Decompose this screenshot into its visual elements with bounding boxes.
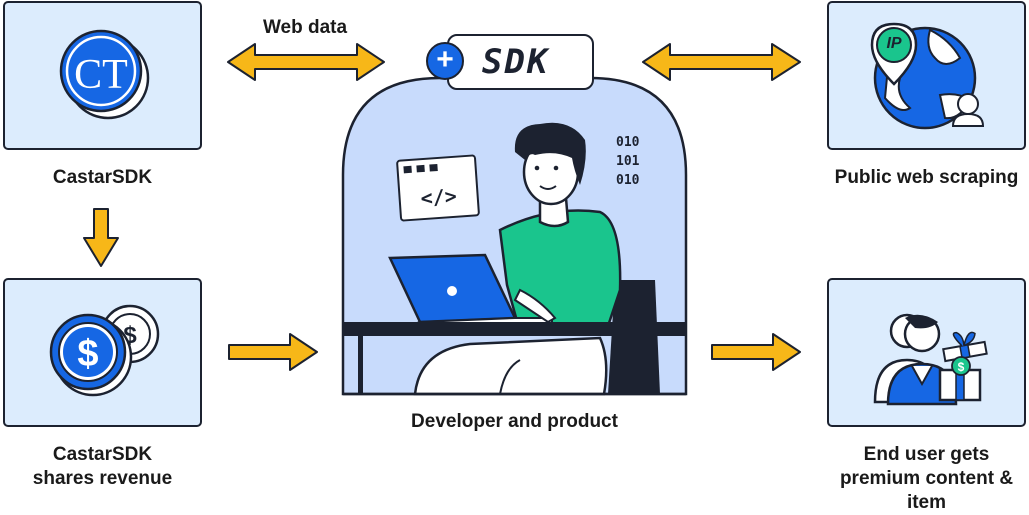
enduser-label: End user gets premium content & item <box>822 443 1029 515</box>
enduser-label-line1: End user gets <box>863 444 990 465</box>
svg-text:</>: </> <box>420 184 458 210</box>
shares-label: CastarSDK shares revenue <box>3 443 202 491</box>
binary-line-1: 010 <box>616 135 640 150</box>
shares-label-line1: CastarSDK <box>52 444 153 465</box>
down-arrow <box>83 208 119 267</box>
coin-icon: $ $ <box>49 304 160 397</box>
shares-label-line2: shares revenue <box>32 468 173 489</box>
developer-illustration: </> <box>341 76 688 396</box>
enduser-label-line2: premium content & <box>839 468 1014 489</box>
enduser-label-line3: item <box>906 492 947 513</box>
web-data-label: Web data <box>262 17 348 38</box>
svg-text:$: $ <box>958 360 965 374</box>
web-data-arrow <box>227 43 385 81</box>
svg-text:$: $ <box>77 333 98 375</box>
castar-label: CastarSDK <box>52 167 153 188</box>
sdk-badge-text: SDK <box>482 42 550 82</box>
scraping-label: Public web scraping <box>834 167 1019 188</box>
ip-badge-text: IP <box>886 35 902 52</box>
enduser-arrow <box>711 333 801 371</box>
binary-line-2: 101 <box>616 154 640 169</box>
castar-logo-icon: CT <box>59 29 150 120</box>
plus-icon: + <box>426 42 464 80</box>
sdk-badge: SDK <box>447 34 594 90</box>
users-gift-icon: $ <box>873 313 988 406</box>
revenue-arrow <box>228 333 318 371</box>
binary-line-3: 010 <box>616 173 640 188</box>
globe-ip-icon <box>870 22 985 130</box>
developer-label: Developer and product <box>411 411 618 432</box>
scraping-arrow <box>642 43 801 81</box>
binary-code: 010 101 010 <box>616 133 639 190</box>
svg-text:CT: CT <box>74 52 128 98</box>
